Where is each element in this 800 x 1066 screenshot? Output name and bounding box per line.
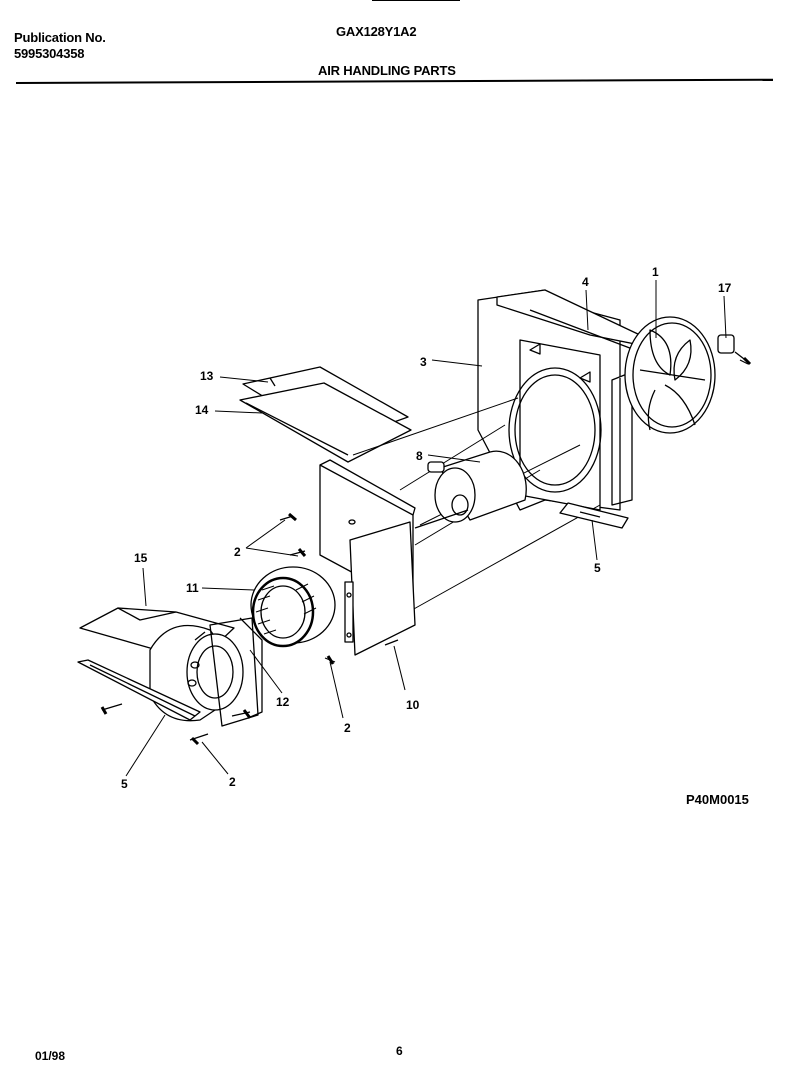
part-17-clip [717, 334, 752, 366]
callout-12: 12 [276, 695, 290, 709]
callout-8: 8 [416, 449, 423, 463]
model-number: GAX128Y1A2 [336, 24, 417, 39]
publication-label: Publication No. [14, 30, 106, 45]
callout-numbers: 1 4 17 3 13 14 8 2 5 15 11 12 10 2 5 2 [121, 265, 732, 791]
callout-5-b: 5 [594, 561, 601, 575]
callout-2-a: 2 [234, 545, 241, 559]
callout-1: 1 [652, 265, 659, 279]
drawing-code: P40M0015 [686, 792, 749, 807]
part-5-bracket-left [77, 659, 201, 721]
part-11-blower-wheel [250, 566, 336, 648]
publication-number: 5995304358 [14, 46, 85, 61]
callout-2-b: 2 [344, 721, 351, 735]
part-12-gasket [239, 617, 263, 719]
screws-part-2 [100, 359, 749, 746]
callout-10: 10 [406, 698, 420, 712]
shroud-side-rail [611, 371, 633, 506]
callout-17: 17 [718, 281, 732, 295]
top-rule-mark [372, 0, 460, 1]
page-number: 6 [396, 1044, 403, 1058]
callout-11: 11 [186, 581, 199, 595]
callout-3: 3 [420, 355, 427, 369]
part-1-fan [624, 316, 716, 434]
callout-14: 14 [195, 403, 209, 417]
callout-5-a: 5 [121, 777, 128, 791]
part-10-plate [344, 521, 416, 656]
callout-15: 15 [134, 551, 148, 565]
callout-4: 4 [582, 275, 589, 289]
footer-date: 01/98 [35, 1049, 66, 1063]
part-14-insulation-bottom [239, 382, 412, 463]
part-5-bracket-right [559, 502, 629, 529]
callout-13: 13 [200, 369, 214, 383]
section-title: AIR HANDLING PARTS [318, 63, 456, 78]
part-8-motor [414, 450, 527, 529]
callout-2-c: 2 [229, 775, 236, 789]
part-15-scroll-housing [79, 607, 259, 727]
leader-lines [125, 280, 727, 777]
